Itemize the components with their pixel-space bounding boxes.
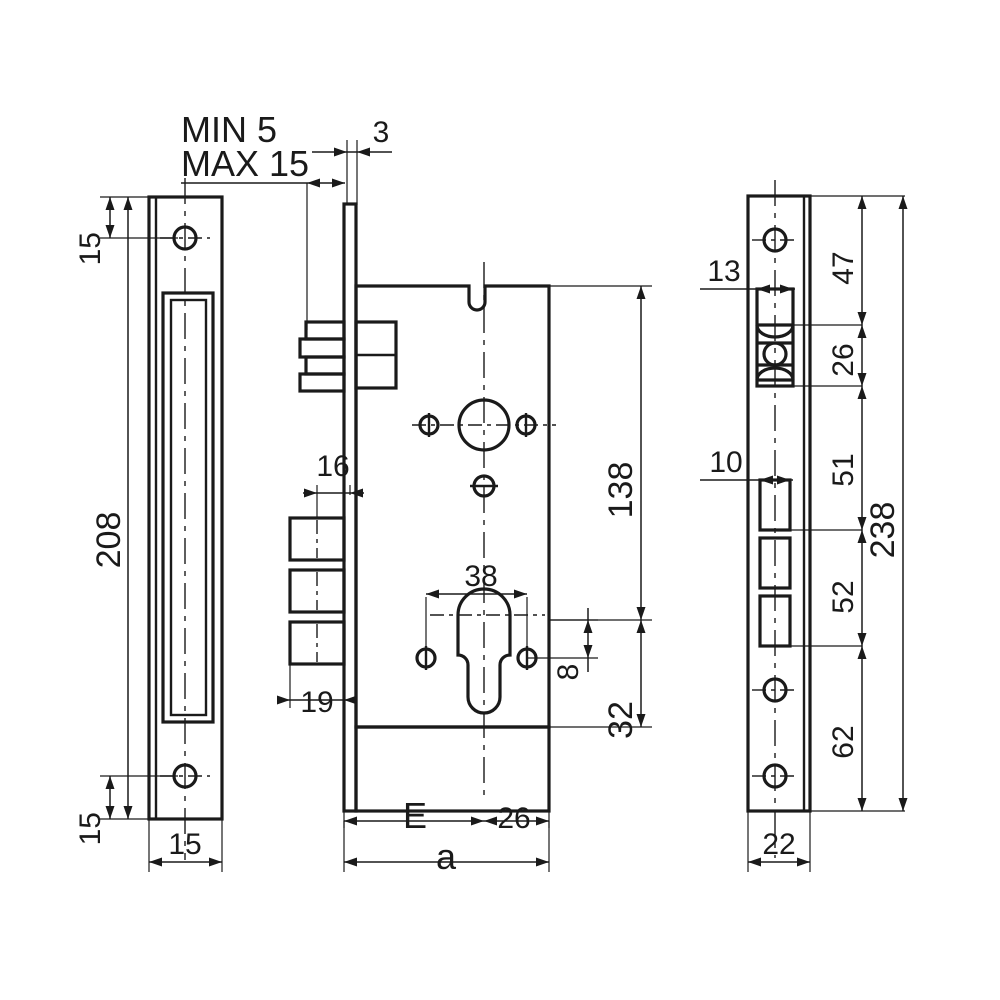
dim-label-right-26: 26: [827, 343, 860, 376]
lock-case-bottom-extension: [354, 725, 551, 813]
faceplate-screw-hole-bottom: [752, 763, 798, 789]
spindle-hole-group: [412, 398, 556, 452]
faceplate-strip: [342, 202, 358, 813]
note-max-label: MAX 15: [181, 143, 309, 184]
dim-label-middle-E: E: [403, 795, 427, 836]
spindle-fixing-screw-below: [470, 474, 498, 498]
faceplate-bolt-opening-2: [758, 536, 792, 590]
dim-right-52: 52: [827, 530, 867, 646]
latch-finger-4: [298, 372, 346, 393]
latch-bolt-assembly: [298, 320, 398, 393]
dim-middle-38: 38: [425, 560, 528, 649]
deadbolt-assembly: [288, 516, 346, 666]
dim-right-22: 22: [747, 811, 811, 872]
dim-label-middle-19: 19: [300, 686, 333, 719]
dim-right-51: 51: [827, 386, 867, 530]
dim-label-middle-32: 32: [602, 701, 640, 739]
strike-plate-slot-outer: [161, 291, 215, 724]
faceplate-outline: [746, 194, 812, 813]
dim-label-right-47: 47: [827, 251, 860, 284]
dim-right-47: 47: [827, 196, 867, 325]
dim-label-middle-138: 138: [602, 462, 640, 519]
faceplate-screw-hole-top: [752, 227, 798, 253]
dim-label-left-bottom-15: 15: [74, 812, 107, 845]
dim-middle-a: a: [343, 821, 550, 877]
dim-middle-138: 138: [549, 285, 652, 621]
dim-label-middle-8: 8: [552, 664, 585, 681]
dim-label-right-52: 52: [827, 580, 860, 613]
latch-pivot-circle: [762, 341, 788, 367]
note-min-label: MIN 5: [181, 109, 277, 150]
dim-left-overall-208: 208: [90, 197, 133, 819]
faceplate-view: 13 10 47 26: [700, 180, 908, 872]
note-leader-arrow-2: [307, 178, 320, 188]
spindle-fixing-screw-left: [418, 413, 440, 437]
dim-right-62: 62: [827, 646, 867, 811]
deadbolt-block-2: [288, 568, 346, 614]
dim-label-right-22: 22: [762, 828, 795, 861]
dim-middle-E-26: E 26: [343, 795, 550, 836]
dim-middle-32: 32: [549, 620, 652, 739]
faceplate-screw-hole-mid: [752, 677, 798, 703]
top-notes-group: MIN 5 MAX 15 3: [181, 109, 392, 330]
lock-body-view: 16 19 38 8: [277, 202, 652, 877]
latch-finger-3: [304, 355, 346, 376]
dim-faceplate-thickness-3: 3: [312, 116, 392, 205]
dim-label-middle-a: a: [436, 836, 457, 877]
dim-label-right-238: 238: [864, 502, 902, 559]
dim-left-width-15: 15: [148, 819, 223, 872]
lock-case-outline: [354, 284, 551, 729]
dim-label-right-51: 51: [827, 453, 860, 486]
latch-curve-bottom: [755, 366, 795, 381]
cylinder-profile: [456, 587, 512, 715]
dim-right-26: 26: [827, 325, 867, 386]
dim-left-bottom-15: 15: [74, 775, 178, 845]
note-leader-arrow: [332, 178, 345, 188]
dim-right-13: 13: [700, 255, 795, 294]
latch-curve-top: [755, 324, 795, 339]
strike-plate-slot-inner: [169, 298, 208, 717]
dim-label-left-top-15: 15: [74, 232, 107, 265]
deadbolt-block-3: [288, 620, 346, 666]
dim-label-middle-26: 26: [497, 802, 530, 835]
dim-middle-19: 19: [277, 664, 357, 719]
dim-middle-16: 16: [303, 450, 364, 518]
dim-right-238: 238: [864, 196, 908, 811]
dim-right-10: 10: [700, 446, 793, 485]
latch-finger-1: [304, 320, 346, 341]
latch-finger-2: [298, 337, 346, 359]
dim-label-right-62: 62: [827, 725, 860, 758]
dim-label-right-13: 13: [707, 255, 740, 288]
faceplate-bolt-opening-3: [758, 594, 792, 648]
dim-label-right-10: 10: [709, 446, 742, 479]
dim-label-middle-38: 38: [464, 560, 497, 593]
dim-label-thickness-3: 3: [373, 116, 390, 149]
dim-label-middle-16: 16: [316, 450, 349, 483]
dim-label-left-overall-208: 208: [90, 512, 128, 569]
dim-label-left-width-15: 15: [168, 828, 201, 861]
dim-middle-8: 8: [527, 608, 598, 680]
dim-left-top-15: 15: [74, 196, 178, 265]
spindle-fixing-screw-right: [515, 413, 537, 437]
strike-plate-view: 15 208 15 15: [74, 178, 224, 872]
euro-cylinder-cutout: [430, 587, 545, 715]
cylinder-screw-left: [415, 646, 437, 670]
